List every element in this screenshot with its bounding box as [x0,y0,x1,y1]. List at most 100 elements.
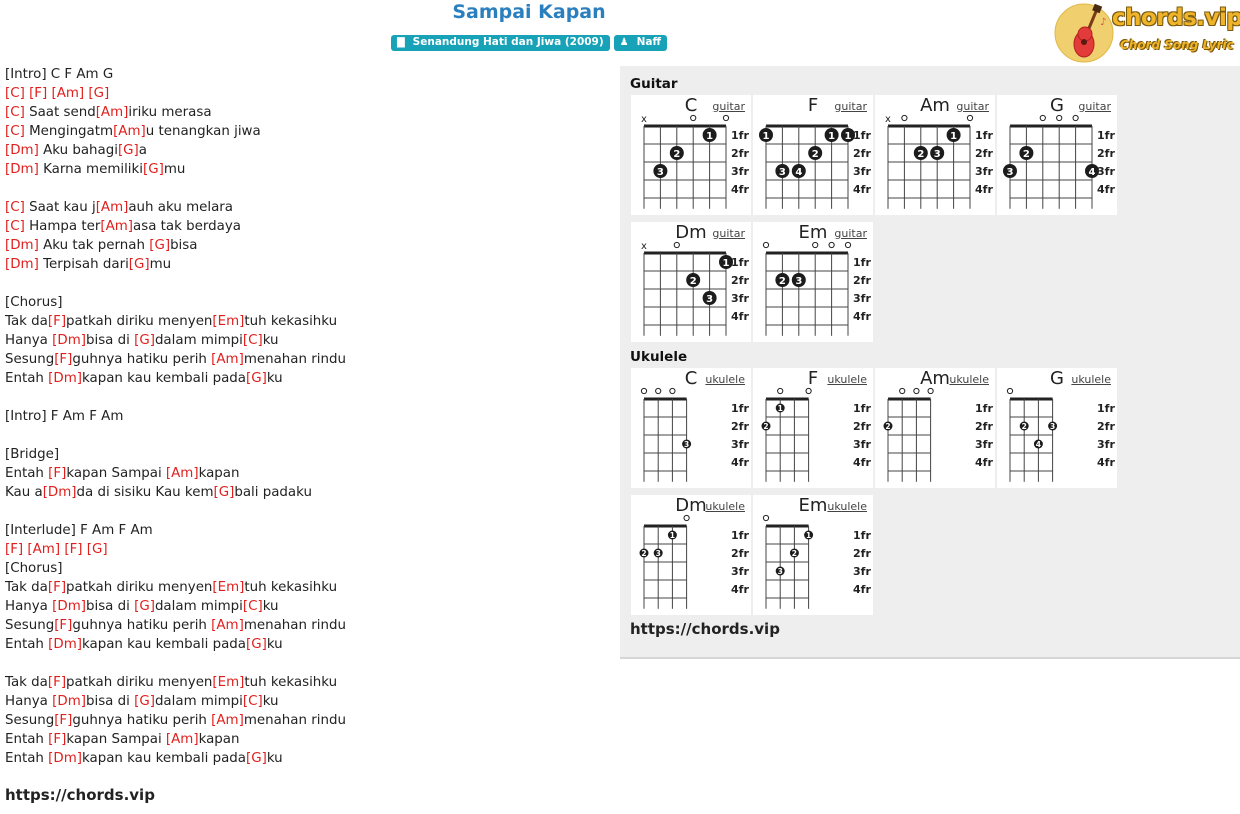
inline-chord[interactable]: [G] [117,143,139,158]
inline-chord[interactable]: [C] [242,599,263,614]
inline-chord[interactable]: [Am] [165,466,199,481]
inline-chord[interactable]: [F] [47,580,67,595]
inline-chord[interactable]: [Em] [212,580,245,595]
inline-chord[interactable]: [Am] [211,352,244,367]
inline-chord[interactable]: [Am] [211,618,244,633]
inline-chord[interactable]: [G] [134,599,155,614]
lyric-line: [C] Mengingatm[Am]u tenangkan jiwa [5,124,261,139]
inline-chord[interactable]: [Dm] [5,162,39,177]
inline-chord[interactable]: [F] [48,732,67,747]
inline-chord[interactable]: [F] [47,314,67,329]
chord-instrument-link[interactable]: ukulele [827,500,867,513]
inline-chord[interactable]: [G] [149,238,171,253]
inline-chord[interactable]: [C] [5,105,25,120]
finger-dot [824,128,839,142]
chord-instrument-link[interactable]: guitar [956,100,989,113]
chord-instrument-link[interactable]: guitar [834,100,867,113]
footer-url[interactable]: https://chords.vip [5,786,155,804]
inline-chord[interactable]: [Am] [100,219,134,234]
inline-chord[interactable]: [C] [5,86,25,101]
inline-chord[interactable]: [F] [29,86,48,101]
inline-chord[interactable]: [Am] [165,732,199,747]
inline-chord[interactable]: [F] [54,618,73,633]
album-badge[interactable]: ▇Senandung Hati dan Jiwa (2009) [390,35,610,51]
finger-number: 1 [828,131,835,142]
inline-chord[interactable]: [Dm] [52,694,86,709]
chord-instrument-link[interactable]: guitar [1078,100,1111,113]
inline-chord[interactable]: [Dm] [52,333,86,348]
chord-name: F [807,368,819,389]
inline-chord[interactable]: [F] [48,466,67,481]
fret-number-label: 3fr [731,438,749,451]
inline-chord[interactable]: [C] [5,124,25,139]
inline-chord[interactable]: [G] [143,162,164,177]
fret-number-label: 2fr [731,274,749,287]
inline-chord[interactable]: [G] [245,637,267,652]
inline-chord[interactable]: [Am] [51,86,85,101]
inline-chord[interactable]: [Am] [113,124,146,139]
inline-chord[interactable]: [G] [88,86,110,101]
artist-badge[interactable]: ♟Naff [613,35,668,51]
inline-chord[interactable]: [Dm] [52,599,86,614]
inline-chord[interactable]: [C] [5,219,25,234]
inline-chord[interactable]: [F] [47,675,67,690]
inline-chord[interactable]: [Dm] [42,485,77,500]
barre-marker [761,130,853,140]
inline-chord[interactable]: [Am] [27,542,61,557]
badge-row: ▇Senandung Hati dan Jiwa (2009) ♟Naff [0,35,1058,51]
inline-chord[interactable]: [Em] [212,314,245,329]
inline-chord[interactable]: [F] [64,542,83,557]
inline-chord[interactable]: [G] [245,371,267,386]
inline-chord[interactable]: [Dm] [5,238,39,253]
open-string-marker [844,241,852,249]
open-string-marker [722,114,730,122]
inline-chord[interactable]: [G] [134,333,155,348]
chord-instrument-link[interactable]: guitar [712,100,745,113]
inline-chord[interactable]: [C] [242,694,263,709]
svg-text:♪: ♪ [1100,17,1106,28]
inline-chord[interactable]: [Am] [95,200,129,215]
lyric-line: [Interlude] F Am F Am [5,523,153,538]
inline-chord[interactable]: [G] [128,257,150,272]
inline-chord[interactable]: [Am] [95,105,129,120]
inline-chord[interactable]: [G] [86,542,108,557]
chord-instrument-link[interactable]: guitar [834,227,867,240]
inline-chord[interactable]: [C] [242,333,263,348]
inline-chord[interactable]: [Dm] [5,143,39,158]
inline-chord[interactable]: [Dm] [48,371,82,386]
panel-url[interactable]: https://chords.vip [630,620,780,638]
inline-chord[interactable]: [Dm] [48,637,82,652]
inline-chord[interactable]: [Dm] [5,257,39,272]
inline-chord[interactable]: [C] [5,200,25,215]
inline-chord[interactable]: [Am] [211,713,244,728]
chord-instrument-link[interactable]: ukulele [1071,373,1111,386]
chord-instrument-link[interactable]: ukulele [705,500,745,513]
finger-dot [775,164,790,178]
site-logo[interactable]: ♪ chords.vip Chord Song Lyric [1054,3,1240,63]
chord-instrument-link[interactable]: guitar [712,227,745,240]
inline-chord[interactable]: [Em] [212,675,245,690]
inline-chord[interactable]: [G] [213,485,235,500]
chord-instrument-link[interactable]: ukulele [705,373,745,386]
inline-chord[interactable]: [G] [134,694,155,709]
chord-instrument-link[interactable]: ukulele [949,373,989,386]
inline-chord[interactable]: [F] [54,352,73,367]
inline-chord[interactable]: [F] [54,713,73,728]
inline-chord[interactable]: [Dm] [48,751,82,766]
chord-instrument-link[interactable]: ukulele [827,373,867,386]
inline-chord[interactable]: [G] [245,751,267,766]
inline-chord[interactable]: [F] [5,542,24,557]
